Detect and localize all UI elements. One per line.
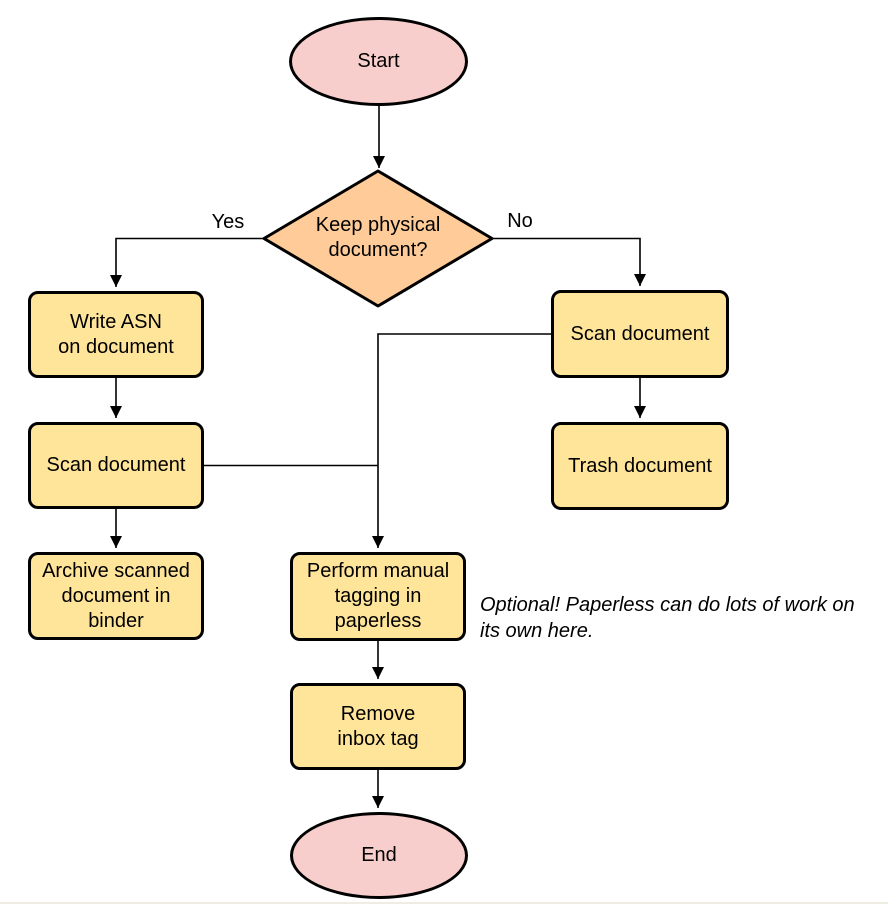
annotation-note: Optional! Paperless can do lots of work …: [480, 594, 855, 642]
node-trash-document: Trash document: [551, 422, 729, 510]
node-scan-document-right: Scan document: [551, 290, 729, 378]
node-decision-label: Keep physical document?: [315, 214, 441, 261]
node-manual-tagging: Perform manual tagging in paperless: [290, 552, 466, 641]
bottom-divider: [0, 902, 888, 904]
node-archive-binder-label: Archive scanned document in binder: [42, 559, 190, 632]
edge-label-no: No: [507, 210, 533, 232]
node-end-label: End: [361, 844, 397, 866]
node-scan-document-right-label: Scan document: [570, 322, 710, 345]
node-write-asn: Write ASN on document: [28, 291, 204, 378]
node-scan-document-left: Scan document: [28, 422, 204, 509]
node-write-asn-label: Write ASN on document: [58, 310, 174, 358]
node-remove-inbox-tag-label: Remove inbox tag: [337, 702, 419, 750]
edge-decision-yes-to-write-asn: [110, 237, 264, 287]
decision-diamond-shape: [262, 169, 494, 308]
node-remove-inbox-tag: Remove inbox tag: [290, 683, 466, 770]
node-archive-binder: Archive scanned document in binder: [28, 552, 204, 640]
edge-label-yes: Yes: [211, 211, 245, 233]
node-start: Start: [289, 17, 468, 106]
node-manual-tagging-label: Perform manual tagging in paperless: [306, 560, 450, 632]
node-start-label: Start: [357, 50, 400, 72]
node-trash-document-label: Trash document: [568, 454, 712, 477]
node-scan-document-left-label: Scan document: [46, 454, 186, 476]
edge-decision-no-to-scan-right: [492, 237, 646, 286]
edge-scan-right-to-tagging: [372, 333, 551, 548]
node-end: End: [290, 812, 468, 899]
